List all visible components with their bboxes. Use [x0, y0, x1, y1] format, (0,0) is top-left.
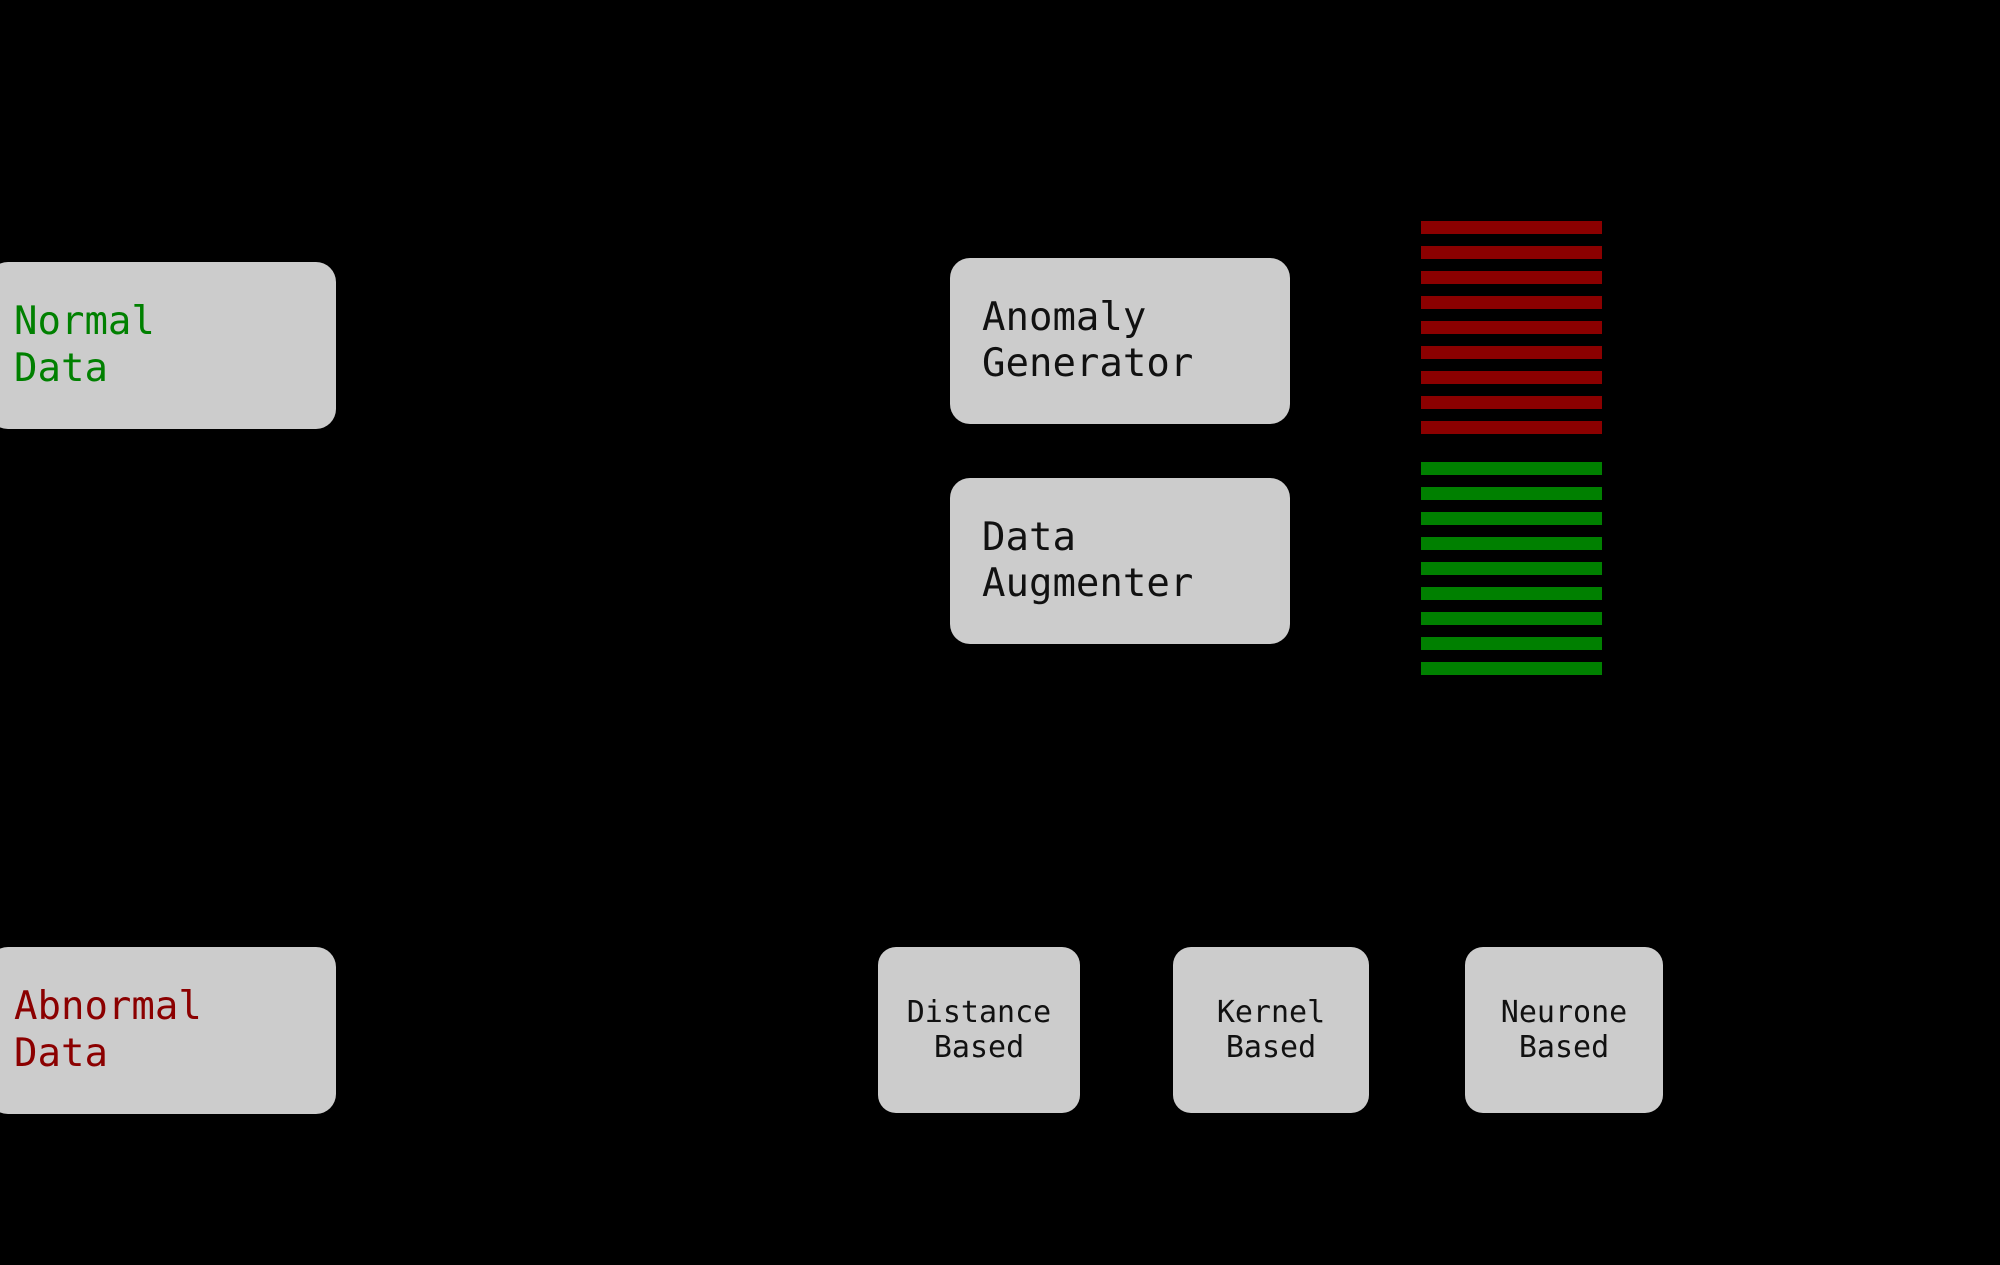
bar-normal-12: [1421, 512, 1602, 525]
node-distance-based-line-2: Based: [933, 1030, 1025, 1065]
bar-anomalous-8: [1421, 396, 1602, 409]
node-normal-data-line-1: Normal: [14, 299, 155, 345]
bar-anomalous-2: [1421, 246, 1602, 259]
node-abnormal-data-line-2: Data: [14, 1030, 108, 1076]
bar-normal-14: [1421, 562, 1602, 575]
augmented-dataset-bars: [1421, 221, 1602, 691]
node-normal-data-line-2: Data: [14, 345, 108, 391]
node-data-augmenter-line-2: Augmenter: [982, 561, 1194, 606]
bar-normal-16: [1421, 612, 1602, 625]
node-normal-data[interactable]: Normal Data: [0, 262, 336, 429]
bar-anomalous-1: [1421, 221, 1602, 234]
node-distance-based-line-1: Distance: [906, 994, 1052, 1030]
bar-normal-11: [1421, 487, 1602, 500]
node-data-augmenter[interactable]: Data Augmenter: [950, 478, 1290, 644]
bar-anomalous-4: [1421, 296, 1602, 309]
bar-anomalous-7: [1421, 371, 1602, 384]
node-kernel-based-line-1: Kernel: [1216, 994, 1326, 1030]
node-neurone-based-line-1: Neurone: [1500, 994, 1628, 1030]
bar-normal-18: [1421, 662, 1602, 675]
bar-anomalous-9: [1421, 421, 1602, 434]
bar-normal-13: [1421, 537, 1602, 550]
node-anomaly-generator[interactable]: Anomaly Generator: [950, 258, 1290, 424]
node-distance-based[interactable]: Distance Based: [878, 947, 1080, 1113]
bar-anomalous-6: [1421, 346, 1602, 359]
node-anomaly-generator-line-2: Generator: [982, 341, 1194, 386]
node-kernel-based[interactable]: Kernel Based: [1173, 947, 1369, 1113]
node-abnormal-data-line-1: Abnormal: [14, 984, 202, 1030]
bar-normal-10: [1421, 462, 1602, 475]
bar-normal-15: [1421, 587, 1602, 600]
node-abnormal-data[interactable]: Abnormal Data: [0, 947, 336, 1114]
bar-anomalous-5: [1421, 321, 1602, 334]
node-anomaly-generator-line-1: Anomaly: [982, 294, 1147, 340]
node-data-augmenter-line-1: Data: [982, 514, 1076, 560]
node-neurone-based[interactable]: Neurone Based: [1465, 947, 1663, 1113]
bar-normal-17: [1421, 637, 1602, 650]
bar-anomalous-3: [1421, 271, 1602, 284]
node-kernel-based-line-2: Based: [1225, 1030, 1317, 1065]
node-neurone-based-line-2: Based: [1518, 1030, 1610, 1065]
